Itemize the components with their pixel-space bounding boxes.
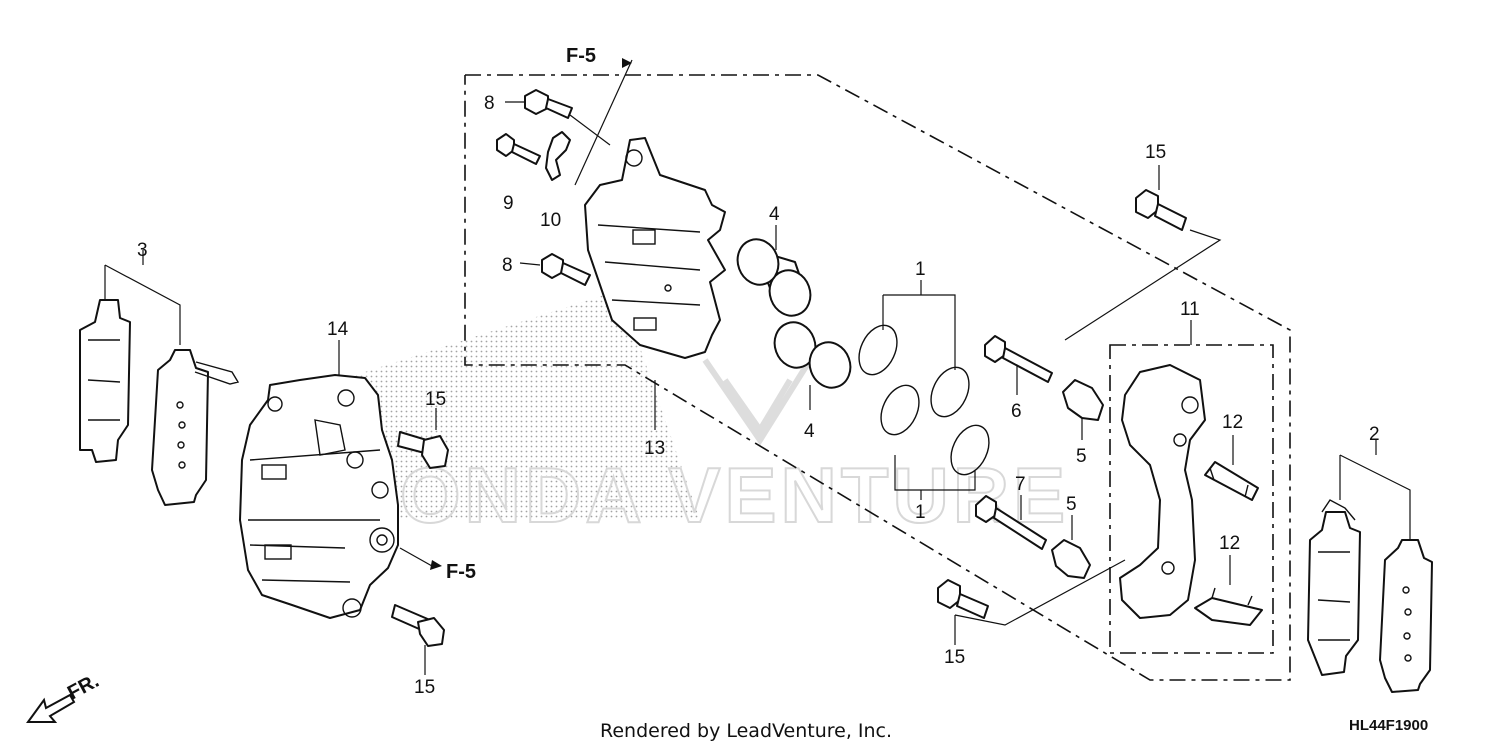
- callout-1-upper[interactable]: 1: [915, 259, 926, 280]
- callout-9[interactable]: 9: [503, 193, 514, 214]
- callout-3[interactable]: 3: [137, 240, 148, 261]
- ref-f5-top[interactable]: F-5: [566, 45, 596, 67]
- boot-5-lower[interactable]: [1051, 539, 1091, 579]
- bolt-8-upper[interactable]: [524, 89, 573, 119]
- pad-spring-12-upper[interactable]: [1204, 461, 1259, 501]
- bolt-15-middle[interactable]: [397, 431, 449, 469]
- pin-6[interactable]: [984, 335, 1053, 383]
- callout-4-lower[interactable]: 4: [804, 421, 815, 442]
- callout-10[interactable]: 10: [540, 210, 561, 231]
- callout-11[interactable]: 11: [1180, 299, 1200, 320]
- callout-8-lower[interactable]: 8: [502, 255, 513, 276]
- bleeder-screw-9[interactable]: [496, 133, 541, 165]
- callout-12-lower[interactable]: 12: [1219, 533, 1240, 554]
- caliper-bracket-11[interactable]: [1119, 364, 1206, 619]
- render-credit: Rendered by LeadVenture, Inc.: [600, 720, 893, 742]
- callout-2[interactable]: 2: [1369, 424, 1380, 445]
- piston-4-upper[interactable]: [731, 234, 816, 322]
- front-arrow-icon: [26, 693, 76, 723]
- callout-6[interactable]: 6: [1011, 401, 1022, 422]
- f5-top-arrow-icon: [622, 58, 632, 68]
- assembly-outlines: [464, 74, 1291, 681]
- caliper-body[interactable]: [584, 137, 726, 359]
- callout-12-upper[interactable]: 12: [1222, 412, 1243, 433]
- bleeder-cap-10[interactable]: [545, 131, 571, 181]
- callout-15-bottom-right[interactable]: 15: [944, 647, 965, 668]
- watermark-text: ONDA VENTURE: [400, 451, 1069, 539]
- bolt-15-right-upper[interactable]: [1135, 189, 1187, 231]
- bolt-15-right-lower[interactable]: [937, 579, 989, 619]
- f5-bottom-arrow-icon: [430, 560, 442, 570]
- ref-f5-bottom[interactable]: F-5: [446, 561, 476, 583]
- pin-7[interactable]: [975, 495, 1047, 550]
- boot-5-upper[interactable]: [1062, 379, 1104, 421]
- callout-5-lower[interactable]: 5: [1066, 494, 1077, 515]
- callout-15-bottom-left[interactable]: 15: [414, 677, 435, 698]
- piston-4-lower[interactable]: [768, 317, 856, 394]
- callout-5-upper[interactable]: 5: [1076, 446, 1087, 467]
- brake-pad-set-left[interactable]: [79, 299, 240, 506]
- callout-1-lower[interactable]: 1: [915, 502, 926, 523]
- callout-13[interactable]: 13: [644, 438, 665, 459]
- bolt-8-lower[interactable]: [541, 253, 591, 286]
- callout-7[interactable]: 7: [1015, 474, 1026, 495]
- caliper-assembly[interactable]: [239, 374, 399, 619]
- leader-lines: [104, 59, 1411, 675]
- callout-15-upper-right[interactable]: 15: [1145, 142, 1166, 163]
- callout-4-upper[interactable]: 4: [769, 204, 780, 225]
- bolt-15-bottom[interactable]: [391, 604, 445, 647]
- diagram-code: HL44F1900: [1349, 717, 1429, 734]
- piston-seal-set-1[interactable]: [852, 319, 997, 480]
- pad-spring-12-lower[interactable]: [1194, 587, 1263, 626]
- callout-8-upper[interactable]: 8: [484, 93, 495, 114]
- callout-15-middle[interactable]: 15: [425, 389, 446, 410]
- brake-pad-set-right[interactable]: [1307, 499, 1433, 693]
- callout-14[interactable]: 14: [327, 319, 349, 340]
